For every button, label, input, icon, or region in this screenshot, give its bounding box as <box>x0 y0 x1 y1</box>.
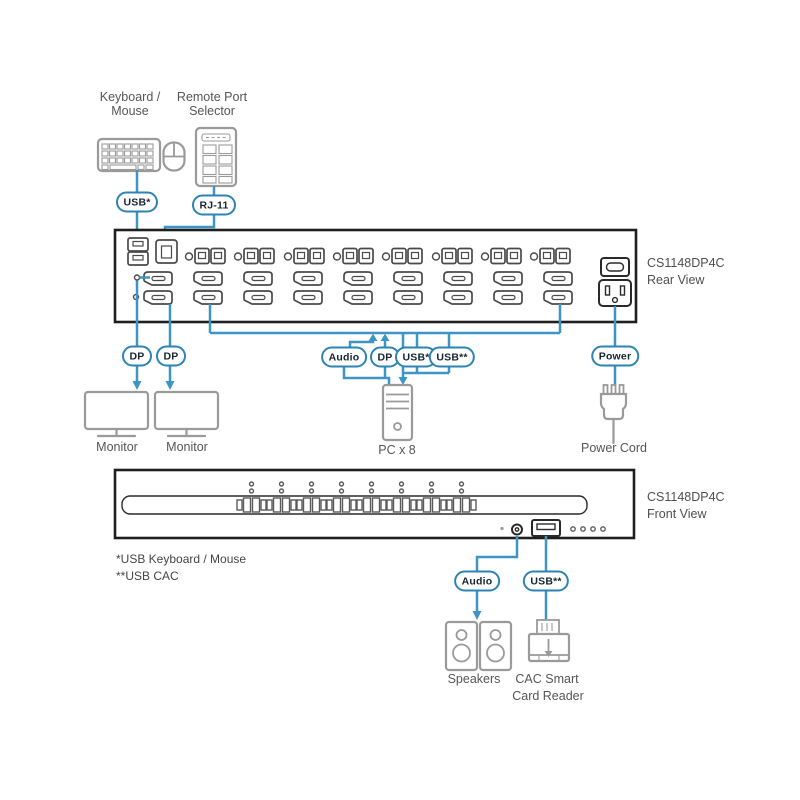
monitor2-label: Monitor <box>166 440 208 454</box>
console-jack <box>133 274 141 281</box>
front-audio-jack <box>511 523 523 536</box>
speakers-label: Speakers <box>447 672 501 686</box>
power-cord-label: Power Cord <box>581 441 647 455</box>
front-status-leds <box>570 526 606 532</box>
console-usb-ports <box>127 237 149 266</box>
power-pill: Power <box>591 345 639 367</box>
remote-port-selector-label-line1: Remote Port <box>176 90 248 104</box>
front-view-title: CS1148DP4C Front View <box>647 489 725 523</box>
displayport-row-top <box>143 271 573 286</box>
dp-monitor1-pill: DP <box>122 345 152 367</box>
rj11-pill: RJ-11 <box>191 194 237 216</box>
front-view-title-line2: Front View <box>647 507 707 521</box>
usb-cac-mid-pill: USB** <box>428 346 476 368</box>
usb-keyboard-pill: USB* <box>115 191 159 213</box>
audio-mid-cable <box>348 340 375 348</box>
front-panel-strip <box>121 495 588 515</box>
monitor-icon <box>153 390 220 438</box>
arrow-down-icon <box>398 377 408 385</box>
footnotes: *USB Keyboard / Mouse **USB CAC <box>116 551 246 584</box>
arrow-down-icon <box>472 611 482 620</box>
cac-reader-label-line2: Card Reader <box>512 689 584 703</box>
dp-monitor2-pill: DP <box>156 345 186 367</box>
cac-reader-icon <box>527 619 571 663</box>
audio-front-pill: Audio <box>454 570 500 592</box>
power-switch <box>600 257 630 277</box>
footnote-cac: **USB CAC <box>116 568 179 583</box>
monitor1-label: Monitor <box>96 440 138 454</box>
front-usb-a-port <box>531 519 561 537</box>
arrow-up-icon <box>380 333 390 341</box>
audio-mid-pill: Audio <box>321 346 367 368</box>
remote-port-selector-label-line2: Selector <box>189 104 235 118</box>
mouse-icon <box>162 141 186 172</box>
pc-tower-icon <box>381 383 414 442</box>
port-selection-pushbuttons <box>236 497 477 513</box>
arrow-down-icon <box>165 381 175 390</box>
speaker-icon <box>444 620 479 672</box>
rear-view-title: CS1148DP4C Rear View <box>647 255 725 289</box>
keyboard-icon <box>96 137 162 173</box>
rj11-port <box>155 239 178 264</box>
arrow-up-icon <box>368 333 378 341</box>
usb-cac-front-pill: USB** <box>522 570 570 592</box>
dp-mid-pill: DP <box>370 346 400 368</box>
displayport-row-bottom <box>143 290 573 305</box>
power-inlet-port <box>598 279 632 307</box>
keyboard-mouse-label-line2: Mouse <box>111 104 149 118</box>
usb-mid-pill: USB* <box>394 346 438 368</box>
front-view-title-line1: CS1148DP4C <box>647 490 725 504</box>
rear-view-title-line2: Rear View <box>647 273 705 287</box>
power-cord-icon <box>599 384 628 445</box>
rear-view-title-line1: CS1148DP4C <box>647 256 725 270</box>
cac-reader-label-line1: CAC Smart <box>515 672 579 686</box>
arrow-down-icon <box>132 381 142 390</box>
footnote-usb: *USB Keyboard / Mouse <box>116 552 247 566</box>
monitor-icon <box>83 390 150 438</box>
keyboard-mouse-label-line1: Keyboard / <box>99 90 161 104</box>
audio-pc-cable <box>342 366 391 386</box>
pc-label: PC x 8 <box>378 443 416 457</box>
remote-port-selector-icon <box>194 126 238 188</box>
front-mic-dot <box>500 526 504 531</box>
speaker-icon <box>478 620 513 672</box>
pc-bundle-cable <box>208 304 562 335</box>
